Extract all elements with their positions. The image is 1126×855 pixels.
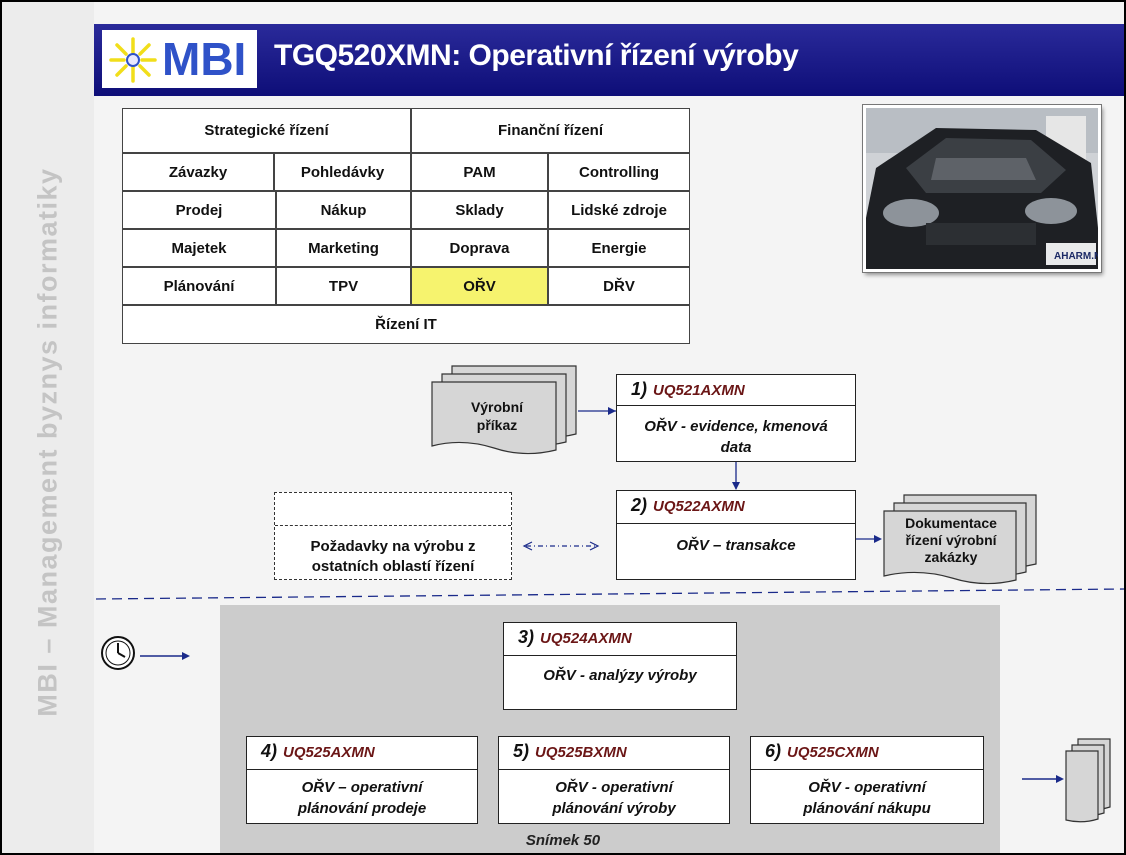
management-areas-table: Strategické řízení Finanční řízení Závaz… (122, 108, 690, 344)
process-code-4: UQ525AXMN (283, 744, 375, 761)
cell-rizeni-it: Řízení IT (122, 305, 690, 344)
cell-lidske-zdroje: Lidské zdroje (548, 191, 690, 229)
cell-orv-highlighted: OŘV (411, 267, 548, 305)
process-box-4: 4)UQ525AXMN OŘV – operativní plánování p… (246, 736, 478, 824)
process-box-5: 5)UQ525BXMN OŘV - operativní plánování v… (498, 736, 730, 824)
logo-text: MBI (162, 33, 247, 85)
photo-watermark: AHARM.NET (1054, 251, 1101, 262)
car-image: AHARM.NET (866, 108, 1098, 269)
process-box-3: 3)UQ524AXMN OŘV - analýzy výroby (503, 622, 737, 710)
cell-financial: Finanční řízení (411, 108, 690, 153)
cell-pohledavky: Pohledávky (274, 153, 411, 191)
cell-energie: Energie (548, 229, 690, 267)
cell-strategic: Strategické řízení (122, 108, 411, 153)
header-banner: MBI TGQ520XMN: Operativní řízení výroby (94, 24, 1124, 96)
doc-stack-dokumentace (883, 494, 1037, 585)
cell-tpv: TPV (276, 267, 411, 305)
cell-doprava: Doprava (411, 229, 548, 267)
clock-icon (101, 636, 135, 670)
process-box-6: 6)UQ525CXMN OŘV - operativní plánování n… (750, 736, 984, 824)
logo: MBI (102, 30, 257, 88)
car-photo: AHARM.NET (863, 105, 1101, 272)
process-box-1: 1)UQ521AXMN OŘV - evidence, kmenová data (616, 374, 856, 462)
cell-marketing: Marketing (276, 229, 411, 267)
page-title: TGQ520XMN: Operativní řízení výroby (274, 39, 799, 72)
section-divider (95, 588, 1124, 600)
sidebar: MBI – Management byznys informatiky (2, 2, 94, 853)
cell-nakup: Nákup (276, 191, 411, 229)
process-code-5: UQ525BXMN (535, 744, 627, 761)
cell-prodej: Prodej (122, 191, 276, 229)
cell-pam: PAM (411, 153, 548, 191)
cell-sklady: Sklady (411, 191, 548, 229)
cell-controlling: Controlling (548, 153, 690, 191)
slide-number: Snímek 50 (525, 832, 601, 849)
process-code-3: UQ524AXMN (540, 630, 632, 647)
requests-box: Požadavky na výrobu z ostatních oblastí … (274, 492, 512, 580)
doc-stack-vyrobni-prikaz (431, 365, 577, 455)
cell-majetek: Majetek (122, 229, 276, 267)
process-box-2: 2)UQ522AXMN OŘV – transakce (616, 490, 856, 580)
process-code-1: UQ521AXMN (653, 382, 745, 399)
cell-planovani: Plánování (122, 267, 276, 305)
cell-drv: DŘV (548, 267, 690, 305)
process-code-2: UQ522AXMN (653, 498, 745, 515)
cell-zavazky: Závazky (122, 153, 274, 191)
process-code-6: UQ525CXMN (787, 744, 879, 761)
doc-vyrobni-prikaz-label: Výrobní příkaz (470, 399, 524, 433)
doc-dokumentace-label: Dokumentace řízení výrobní zakázky (905, 515, 997, 565)
sun-icon (109, 37, 157, 83)
doc-stack-output (1065, 738, 1111, 823)
